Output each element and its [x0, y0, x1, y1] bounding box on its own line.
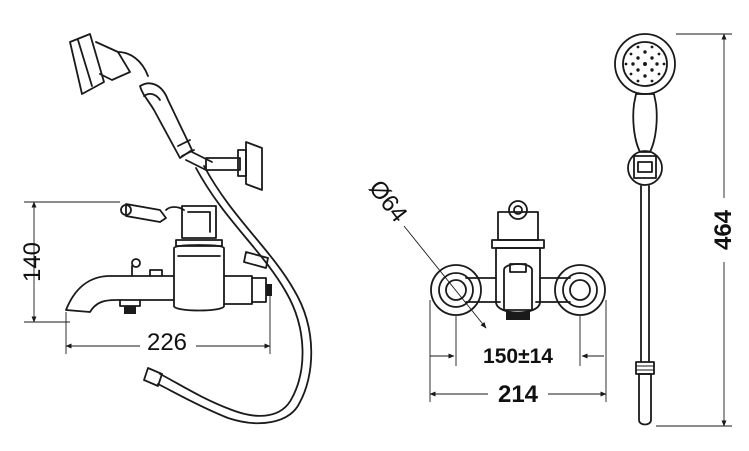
dimension-centers: 150±14 — [430, 316, 604, 368]
dimension-width-side: 226 — [65, 296, 271, 356]
hand-shower-grip — [632, 93, 658, 153]
hose-front — [635, 185, 655, 426]
left-flange — [430, 264, 482, 316]
mixer-body — [120, 203, 272, 312]
front-mixer-body — [465, 200, 571, 320]
dimension-label-226: 226 — [147, 329, 187, 356]
wall-holder — [185, 141, 263, 191]
dimension-height-side: 140 — [19, 201, 120, 323]
dimension-label-464: 464 — [710, 209, 737, 250]
dimension-diameter: Ø64 — [363, 175, 487, 329]
dimension-label-diameter: Ø64 — [363, 175, 412, 227]
dimension-total-height: 464 — [656, 33, 737, 427]
wall-bracket — [627, 150, 663, 186]
dimension-label-214: 214 — [498, 381, 539, 408]
hand-shower-head — [69, 33, 149, 95]
shower-front-view: 464 — [614, 33, 737, 427]
dimension-label-150: 150±14 — [483, 345, 553, 368]
bath-spout — [65, 258, 175, 314]
dimension-width-front: 214 — [429, 300, 607, 408]
right-flange — [554, 264, 606, 316]
front-view: Ø64 150±14 214 — [363, 175, 607, 408]
hand-shower-face — [614, 33, 676, 95]
side-view: 140 226 — [19, 33, 313, 425]
shower-hose — [143, 165, 313, 425]
hand-shower-handle — [139, 82, 195, 159]
dimension-label-140: 140 — [19, 242, 46, 282]
